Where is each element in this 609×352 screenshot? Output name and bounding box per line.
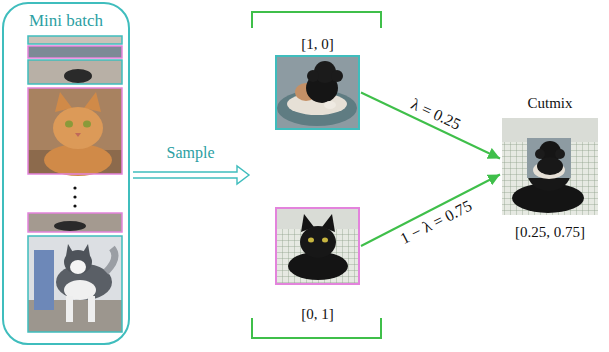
puppy-ear	[331, 70, 343, 82]
black-cat-photo	[275, 207, 360, 285]
dog-face	[70, 260, 86, 274]
cutmix-photo	[502, 118, 598, 215]
dog-ear	[66, 244, 74, 256]
pasted-patch	[527, 138, 571, 178]
image-box: [1, 0]	[275, 55, 360, 130]
vector-label: Cutmix	[527, 94, 572, 112]
thumbnail-animal	[64, 69, 92, 83]
puppy-ear	[535, 149, 545, 159]
cat-eye	[83, 121, 91, 128]
ellipsis-dot	[73, 195, 76, 198]
thumbnail-strip	[28, 46, 122, 58]
thumbnail-strip	[28, 60, 122, 84]
cat-eye	[322, 238, 328, 243]
wall	[275, 207, 360, 229]
dog-ear	[82, 244, 90, 256]
ellipsis-dot	[73, 204, 76, 207]
image-border	[28, 236, 122, 332]
person-leg	[34, 250, 54, 310]
puppy-ear	[555, 149, 565, 159]
thumbnail-strip	[28, 36, 122, 44]
cat-head	[53, 107, 103, 149]
image-box: [0, 1]	[275, 207, 360, 285]
cat-eye	[65, 121, 73, 128]
batch-panel: Mini batch	[2, 2, 130, 345]
dog-tail	[106, 248, 115, 272]
cat-eye	[308, 238, 314, 243]
puppy-photo	[275, 55, 360, 130]
panel-title: Mini batch	[4, 11, 128, 31]
edge-label: Sample	[164, 143, 218, 162]
vector-label: [0.25, 0.75]	[515, 223, 585, 241]
dog-photo	[28, 236, 122, 332]
puppy-body	[537, 157, 563, 175]
cat-head	[300, 226, 336, 258]
group-bracket	[252, 12, 381, 338]
sample-arrow	[133, 166, 249, 184]
vector-label: [1, 0]	[301, 35, 334, 53]
cat-nose	[75, 133, 81, 137]
thumbnail-animal	[54, 221, 86, 231]
thumbnail-strip	[28, 213, 122, 232]
toy-paw	[324, 101, 336, 109]
edge-label: 1 − λ = 0.75	[395, 194, 478, 249]
dog-leg	[66, 296, 73, 322]
puppy-ear	[307, 70, 319, 82]
image-border	[28, 88, 122, 174]
vector-label: [0, 1]	[301, 305, 334, 323]
sample-bracket: [1, 0] [0, 1]	[252, 10, 382, 340]
mix-arrow	[361, 93, 500, 159]
dog-leg	[88, 296, 95, 322]
edge-label: λ = 0.25	[405, 93, 466, 135]
ellipsis-dot	[73, 186, 76, 189]
result-image: Cutmix[0.25, 0.75]	[502, 118, 598, 215]
